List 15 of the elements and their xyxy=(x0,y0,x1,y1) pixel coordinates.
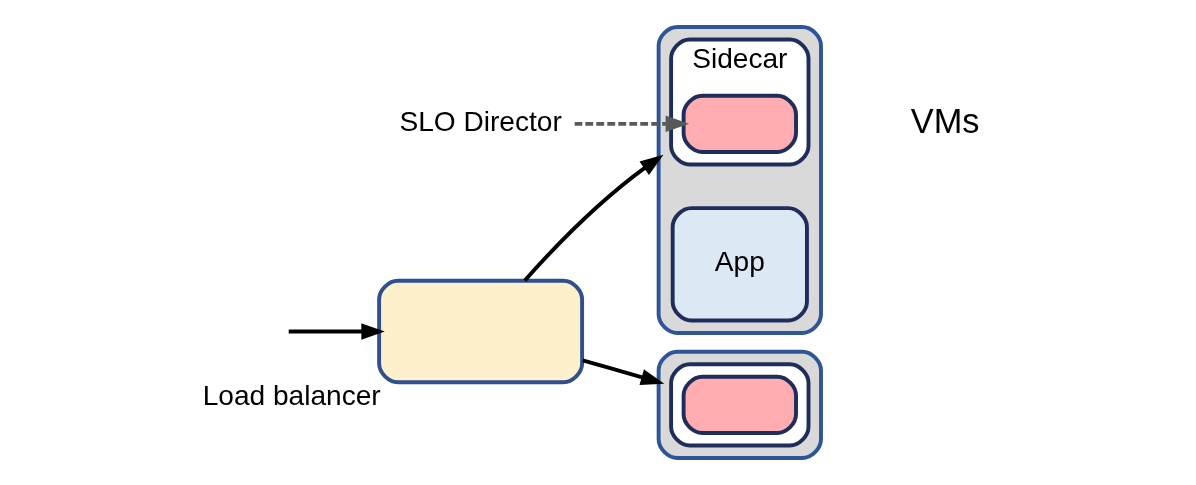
node-label: Load balancer xyxy=(202,379,381,411)
node-box xyxy=(681,374,798,435)
cluster xyxy=(656,25,823,335)
cluster: Sidecar xyxy=(668,37,810,167)
node-box xyxy=(376,278,584,385)
arrow xyxy=(522,154,663,282)
node-box: App xyxy=(670,206,809,323)
cluster xyxy=(668,362,810,448)
arrow xyxy=(288,323,385,340)
label: VMs xyxy=(910,101,979,140)
arrow xyxy=(574,115,689,133)
arrow xyxy=(581,358,664,386)
cluster xyxy=(656,349,823,460)
node-text: SLO Director xyxy=(398,105,562,137)
node-box xyxy=(681,93,798,154)
